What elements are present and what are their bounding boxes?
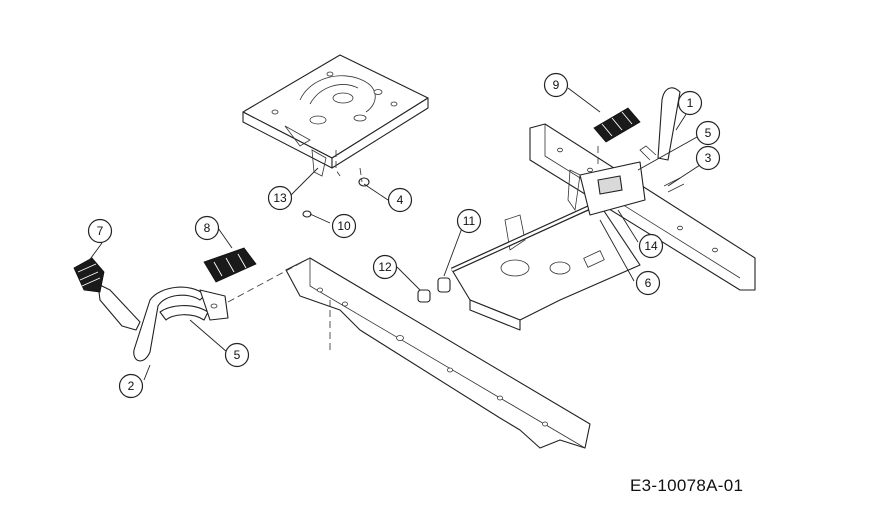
right-frame-rail <box>529 123 756 291</box>
callout-2-label: 2 <box>128 379 135 393</box>
callout-12: 12 <box>372 254 398 280</box>
lever-arm <box>639 87 681 161</box>
pedal-pad-8 <box>203 247 257 283</box>
callout-5-upper: 5 <box>695 120 721 146</box>
callout-1: 1 <box>677 90 703 116</box>
callout-12-label: 12 <box>378 260 392 274</box>
drawing-code: E3-10078A-01 <box>630 476 744 495</box>
pedal-shaft-assembly <box>97 283 229 362</box>
callout-3: 3 <box>695 145 721 171</box>
seat-mounting-plate <box>242 54 429 177</box>
callout-5-lower: 5 <box>224 342 250 368</box>
callout-13: 13 <box>267 185 293 211</box>
callout-10-label: 10 <box>337 219 351 233</box>
callout-14: 14 <box>638 233 664 259</box>
callout-9: 9 <box>543 72 569 98</box>
callout-8-label: 8 <box>204 221 211 235</box>
pedal-pad-7 <box>73 257 105 293</box>
callout-4-label: 4 <box>397 193 404 207</box>
pedal-pad-9 <box>593 107 641 143</box>
callout-7: 7 <box>87 218 113 244</box>
callout-4: 4 <box>387 187 413 213</box>
callout-14-label: 14 <box>644 239 658 253</box>
callout-5-upper-label: 5 <box>705 126 712 140</box>
leader-lines <box>87 87 704 381</box>
callout-2: 2 <box>118 373 144 399</box>
callout-10: 10 <box>331 213 357 239</box>
callout-5-lower-label: 5 <box>234 348 241 362</box>
callout-3-label: 3 <box>705 151 712 165</box>
callout-7-label: 7 <box>97 224 104 238</box>
callout-6: 6 <box>635 270 661 296</box>
left-frame-rail <box>285 257 591 449</box>
assembly-lines <box>227 146 599 350</box>
callout-9-label: 9 <box>553 78 560 92</box>
callout-6-label: 6 <box>645 276 652 290</box>
callout-11-label: 11 <box>463 214 476 228</box>
control-bracket <box>567 161 646 216</box>
callout-13-label: 13 <box>273 191 287 205</box>
cross-shaft <box>450 195 612 273</box>
callout-8: 8 <box>194 215 220 241</box>
callout-1-label: 1 <box>687 96 694 110</box>
callout-11: 11 <box>456 208 482 234</box>
